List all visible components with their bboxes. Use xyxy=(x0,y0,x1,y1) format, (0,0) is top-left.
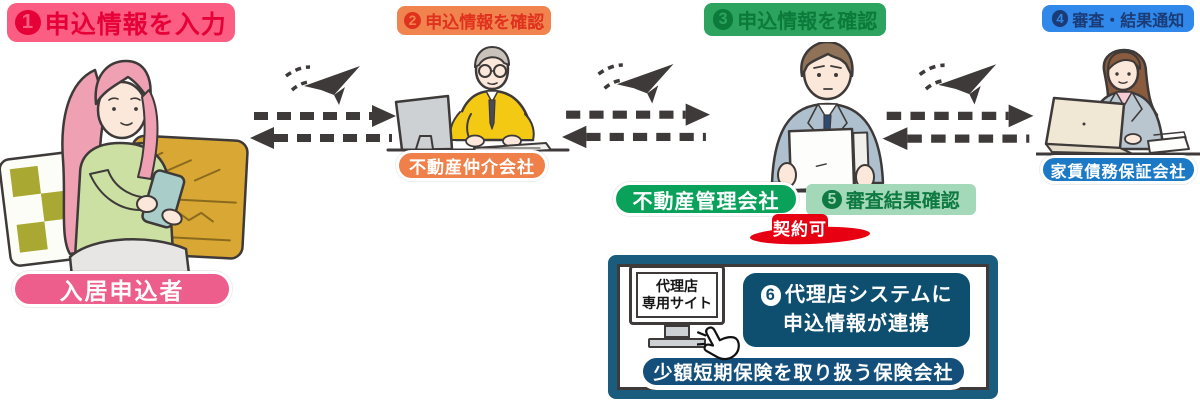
step1-badge-label: 申込情報を入力 xyxy=(44,10,227,39)
monitor-frame: 代理店 専用サイト xyxy=(629,265,725,325)
monitor-label-line2: 専用サイト xyxy=(642,295,712,311)
monitor-label-line1: 代理店 xyxy=(656,277,698,294)
monitor-screen: 代理店 専用サイト xyxy=(636,272,718,318)
step4-badge-label: 審査・結果通知 xyxy=(1072,12,1185,30)
step3-number: 3 xyxy=(712,9,734,30)
step2-number: 2 xyxy=(403,11,422,30)
broker-label: 不動産仲介会社 xyxy=(409,158,535,177)
step5-badge-label: 審査結果確認 xyxy=(845,191,960,212)
step6-number: 6 xyxy=(760,285,782,306)
step3-badge-label: 申込情報を確認 xyxy=(737,11,878,33)
insurance-company-label: 少額短期保険を取り扱う保険会社 xyxy=(653,363,954,384)
step3-badge: 3 申込情報を確認 xyxy=(704,3,886,36)
data-transfer-arrow-icon xyxy=(560,56,712,151)
broker-label-pill: 不動産仲介会社 xyxy=(396,150,548,181)
system-badge-line1: 代理店システムに xyxy=(785,284,953,306)
step1-number: 1 xyxy=(15,9,41,36)
manager-label: 不動産管理会社 xyxy=(632,190,780,213)
agency-system-badge: 6 代理店システムに 申込情報が連携 xyxy=(743,273,970,347)
step5-review-badge: 5 審査結果確認 xyxy=(806,184,976,215)
manager-illustration xyxy=(724,42,930,193)
applicant-label: 入居申込者 xyxy=(59,278,185,304)
contract-ok-badge: 契約可 xyxy=(749,214,871,250)
step5-number: 5 xyxy=(822,189,842,210)
step2-badge-label: 申込情報を確認 xyxy=(425,13,545,32)
manager-label-pill: 不動産管理会社 xyxy=(613,182,799,216)
hand-cursor-icon xyxy=(695,322,741,366)
monitor-base xyxy=(648,338,706,348)
contract-ok-label: 契約可 xyxy=(772,214,828,240)
insurance-company-pill: 少額短期保険を取り扱う保険会社 xyxy=(640,355,967,388)
monitor-stand xyxy=(664,325,690,338)
step2-badge: 2 申込情報を確認 xyxy=(397,6,551,35)
broker-illustration xyxy=(386,44,570,156)
guarantor-label: 家賃債務保証会社 xyxy=(1050,163,1187,181)
step4-number: 4 xyxy=(1051,10,1069,27)
data-transfer-arrow-icon xyxy=(247,60,399,150)
applicant-label-pill: 入居申込者 xyxy=(12,271,232,307)
data-transfer-arrow-icon xyxy=(880,58,1036,151)
guarantor-label-pill: 家賃債務保証会社 xyxy=(1040,155,1197,184)
applicant-illustration xyxy=(0,48,250,280)
agency-system-box: 代理店 専用サイト 6 代理店システムに 申込情報が連携 少額 xyxy=(608,255,998,399)
agency-site-monitor: 代理店 専用サイト xyxy=(629,265,725,348)
step4-badge: 4 審査・結果通知 xyxy=(1042,5,1194,32)
system-badge-line2: 申込情報が連携 xyxy=(783,313,930,335)
step1-badge: 1 申込情報を入力 xyxy=(7,3,235,42)
guarantor-illustration xyxy=(1036,48,1200,160)
